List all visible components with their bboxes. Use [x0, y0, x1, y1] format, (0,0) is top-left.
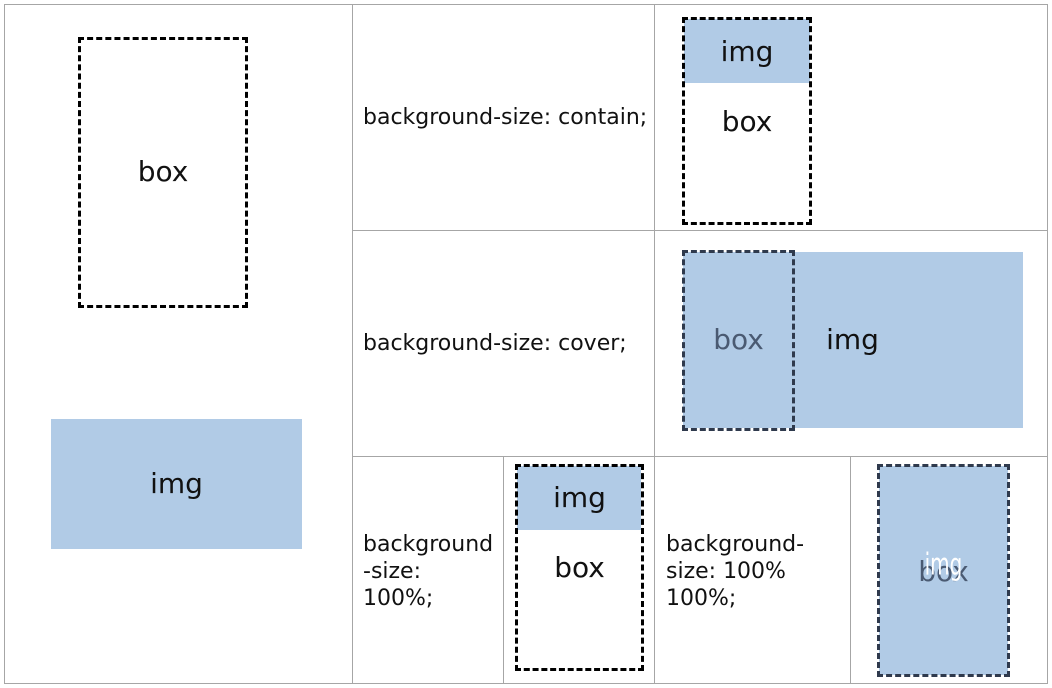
img-label: img	[826, 323, 879, 356]
img-rect	[683, 252, 1023, 428]
grid-line	[352, 4, 353, 684]
box-label: box	[918, 555, 969, 588]
img-label: img	[720, 35, 774, 68]
img-rect	[879, 466, 1008, 675]
img-rect	[684, 19, 810, 83]
grid-line	[503, 456, 504, 684]
grid-line	[4, 683, 1048, 684]
box-outline	[877, 464, 1010, 677]
box-label: box	[137, 155, 189, 188]
box-outline	[78, 37, 248, 308]
img-rect	[517, 466, 641, 530]
size-100-100-label: background- size: 100% 100%;	[666, 531, 804, 612]
box-label: box	[721, 105, 773, 138]
label-line: background	[363, 532, 494, 557]
label-line: background-	[666, 532, 805, 557]
grid-line	[1047, 4, 1048, 684]
grid-line	[352, 230, 1048, 231]
grid-line	[850, 456, 851, 684]
size-100-label: background -size: 100%;	[363, 531, 493, 612]
box-outline	[682, 17, 812, 225]
img-label: img	[553, 481, 606, 514]
grid-line	[654, 4, 655, 684]
label-line: size: 100%	[666, 559, 786, 584]
box-label: box	[554, 551, 605, 584]
img-label: img	[150, 467, 203, 500]
cover-label: background-size: cover;	[363, 331, 627, 356]
label-line: 100%;	[666, 586, 737, 611]
box-outline	[682, 250, 795, 431]
contain-label: background-size: contain;	[363, 105, 648, 130]
grid-line	[4, 4, 1048, 5]
img-rect	[51, 419, 302, 549]
grid-line	[4, 4, 5, 684]
label-line: 100%;	[363, 586, 434, 611]
grid-line	[352, 456, 1048, 457]
img-label: img	[924, 546, 963, 582]
label-line: -size:	[363, 559, 422, 584]
box-outline	[515, 464, 644, 671]
box-label: box	[713, 323, 764, 356]
